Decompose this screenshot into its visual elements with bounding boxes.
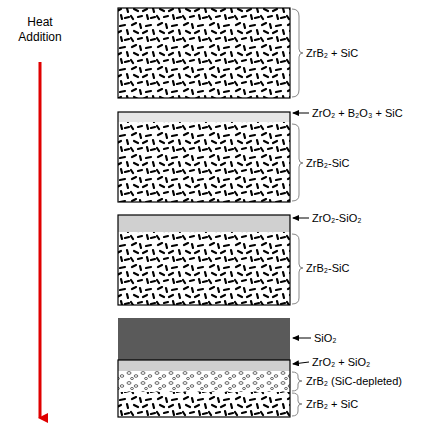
layer-label: ZrB₂ + SiC (306, 398, 358, 411)
panel-1 (118, 8, 290, 98)
layer-label: ZrB₂-SiC (306, 157, 349, 170)
heat-label: Heat Addition (5, 15, 75, 45)
layer-label: ZrO₂ + SiO₂ (312, 356, 370, 369)
layer-label: ZrB₂ + SiC (306, 47, 358, 60)
layer-label: ZrO₂-SiO₂ (312, 212, 361, 225)
layer-label: ZrB₂-SiC (306, 262, 349, 275)
panel-4 (118, 318, 290, 417)
pointer-arrows (293, 113, 311, 364)
layer-label: SiO₂ (314, 332, 337, 345)
layer-label: ZrO₂ + B₂O₃ + SiC (312, 107, 403, 120)
heat-arrow (39, 62, 42, 418)
panel-2 (118, 112, 290, 202)
layer-label: ZrB₂ (SiC-depleted) (306, 375, 402, 388)
panel-3 (118, 215, 290, 305)
braces (292, 9, 303, 416)
